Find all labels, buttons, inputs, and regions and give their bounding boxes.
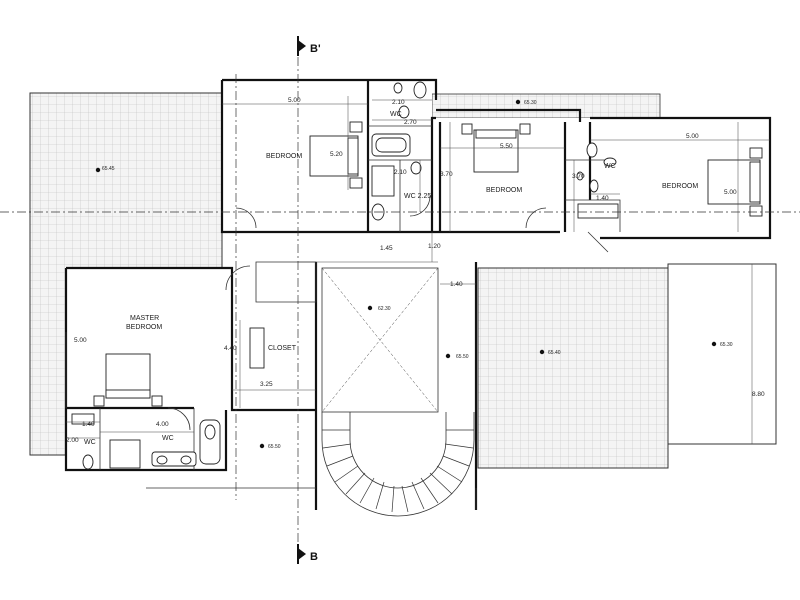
- dim-label: 3.70: [440, 171, 453, 178]
- room-label-wc-5: WC: [162, 435, 174, 442]
- dim-label: 1.40: [596, 195, 609, 202]
- room-label-bedroom-2: BEDROOM: [486, 187, 522, 194]
- section-marker-bottom: B: [310, 551, 318, 563]
- dim-label: 2.10: [392, 99, 405, 106]
- dim-label: 4.00: [156, 421, 169, 428]
- fixtures-bath-right: [576, 142, 619, 219]
- dimension-lines: [65, 96, 770, 444]
- toilet-upper: [371, 81, 427, 221]
- dim-label: 3.25: [260, 381, 273, 388]
- dim-label: 2.70: [404, 119, 417, 126]
- dim-label: 1.40: [82, 421, 95, 428]
- shower-tray-upper: [371, 165, 395, 197]
- stair-void: [321, 267, 439, 413]
- bathtub-upper: [371, 133, 411, 157]
- dim-label: 5.20: [330, 151, 343, 158]
- room-label-wc-4: WC: [84, 439, 96, 446]
- room-label-wc-1: WC: [390, 111, 402, 118]
- room-label-master-1: MASTER: [130, 315, 159, 322]
- dim-label: 5.00: [74, 337, 87, 344]
- room-label-bedroom-3: BEDROOM: [662, 183, 698, 190]
- level-label: 65.30: [524, 100, 537, 106]
- bed-master: [93, 353, 163, 407]
- bed-bedroom-3: [707, 147, 763, 217]
- level-markers: [95, 99, 717, 449]
- fixtures-master-bath: [71, 413, 221, 470]
- dim-label: 2.00: [66, 437, 79, 444]
- walls: [64, 78, 772, 510]
- dim-label: 4.40: [224, 345, 237, 352]
- section-axis: [0, 36, 800, 564]
- dim-label: 5.50: [500, 143, 513, 150]
- room-label-closet: CLOSET: [268, 345, 297, 352]
- level-label: 65.30: [720, 342, 733, 348]
- terrace-right: [667, 263, 777, 445]
- room-label-wc-3: WC: [604, 163, 616, 170]
- dim-label: 5.00: [724, 189, 737, 196]
- level-label: 65.40: [548, 350, 561, 356]
- level-label: 65.50: [456, 354, 469, 360]
- level-label: 62.30: [378, 306, 391, 312]
- level-label: 65.50: [268, 444, 281, 450]
- section-marker-top: B': [310, 43, 321, 55]
- dim-label: 1.20: [428, 243, 441, 250]
- dim-label: 1.45: [380, 245, 393, 252]
- dim-label: 5.00: [686, 133, 699, 140]
- room-label-bedroom-1: BEDROOM: [266, 153, 302, 160]
- closet-unit: [249, 327, 265, 369]
- spiral-staircase: [321, 412, 475, 517]
- dim-label: 2.10: [394, 169, 407, 176]
- room-label-wc-2: WC 2.25: [404, 193, 431, 200]
- dim-label: 1.40: [450, 281, 463, 288]
- terrace-middle: [477, 267, 669, 469]
- dim-label: 5.00: [288, 97, 301, 104]
- terrace-strip-top: [431, 93, 661, 119]
- room-label-master-2: BEDROOM: [126, 324, 162, 331]
- dim-label: 8.80: [752, 391, 765, 398]
- dim-label: 3.70: [572, 173, 585, 180]
- level-label: 65.45: [102, 166, 115, 172]
- bed-bedroom-2: [461, 123, 531, 173]
